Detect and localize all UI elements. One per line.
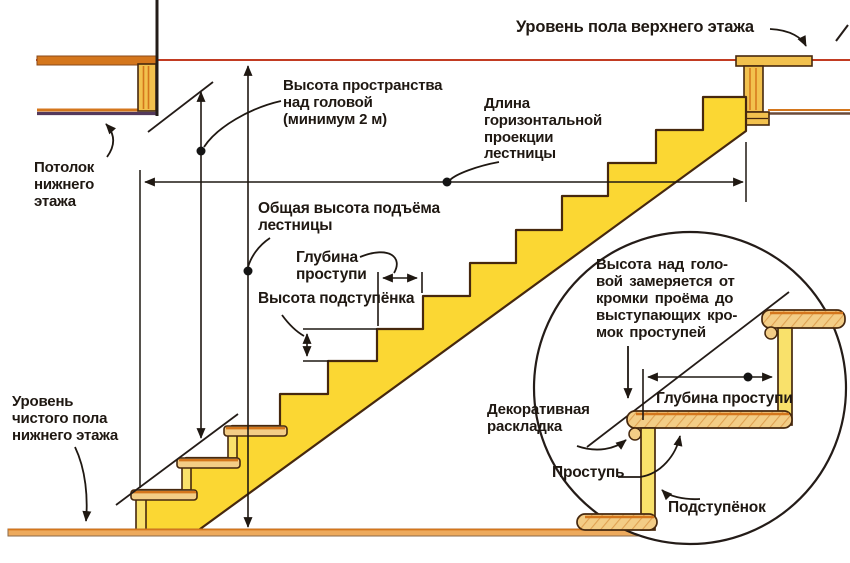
- dim-headroom: [196, 91, 206, 439]
- label-inset-tread-depth: Глубина проступи: [656, 390, 793, 407]
- riser-board: [135, 498, 147, 533]
- dim-total-rise: [243, 65, 253, 528]
- leader-lines: [74, 28, 807, 522]
- leader-dot: [743, 372, 753, 382]
- tread-boards: [130, 425, 288, 501]
- leader-ceiling: [105, 123, 116, 158]
- leader-total-rise: [247, 237, 271, 268]
- label-tread: Проступь: [552, 464, 625, 481]
- detail-inset: [532, 230, 848, 546]
- leader-upper-floor: [769, 28, 807, 47]
- leader-dot: [442, 177, 452, 187]
- label-upper-floor-level: Уровень пола верхнего этажа: [516, 18, 754, 36]
- lower-ceiling-structure: [36, 0, 159, 116]
- label-decorative-molding: Декоративная раскладка: [487, 401, 590, 435]
- inset-tread-board: [761, 309, 846, 329]
- leader-riser-height: [281, 314, 305, 337]
- label-tread-depth: Глубина проступи: [296, 249, 367, 284]
- label-horizontal-projection: Длина горизонтальной проекции лестницы: [484, 95, 602, 163]
- dim-riser-height: [302, 328, 377, 362]
- ceiling-joist: [137, 63, 157, 112]
- label-total-rise: Общая высота подъёма лестницы: [258, 200, 440, 235]
- dim-tread-depth: [377, 272, 423, 326]
- lower-floor: [7, 528, 643, 537]
- leader-projection: [449, 161, 500, 181]
- inset-dim-tread-depth: [642, 369, 773, 420]
- leader-lower-floor: [74, 446, 92, 522]
- label-lower-floor-level: Уровень чистого пола нижнего этажа: [12, 393, 119, 444]
- inset-molding: [764, 326, 778, 340]
- label-riser-height: Высота подступёнка: [258, 290, 415, 307]
- riser-board: [227, 434, 238, 459]
- label-lower-ceiling: Потолок нижнего этажа: [34, 159, 95, 210]
- leader-decorative: [576, 439, 627, 451]
- riser-board: [181, 466, 192, 491]
- break-mark: [835, 24, 849, 42]
- leader-dot: [196, 146, 206, 156]
- upper-floor-structure: [735, 24, 850, 126]
- leader-headroom: [203, 100, 282, 148]
- leader-tread-depth: [359, 251, 398, 274]
- leader-tread: [618, 435, 683, 478]
- inset-pitch-line: [586, 291, 790, 448]
- inset-molding: [628, 427, 642, 441]
- pitch-line-lower: [115, 413, 239, 506]
- label-headroom: Высота пространства над головой (минимум…: [283, 77, 443, 128]
- pitch-line-upper: [147, 81, 214, 133]
- leader-dot: [243, 266, 253, 276]
- upper-floor-board: [735, 55, 813, 67]
- label-riser: Подступёнок: [668, 499, 766, 516]
- staircase: [115, 81, 748, 534]
- label-inset-note: Высота над голо- вой замеряется от кромк…: [596, 256, 738, 342]
- leader-riser: [661, 489, 701, 501]
